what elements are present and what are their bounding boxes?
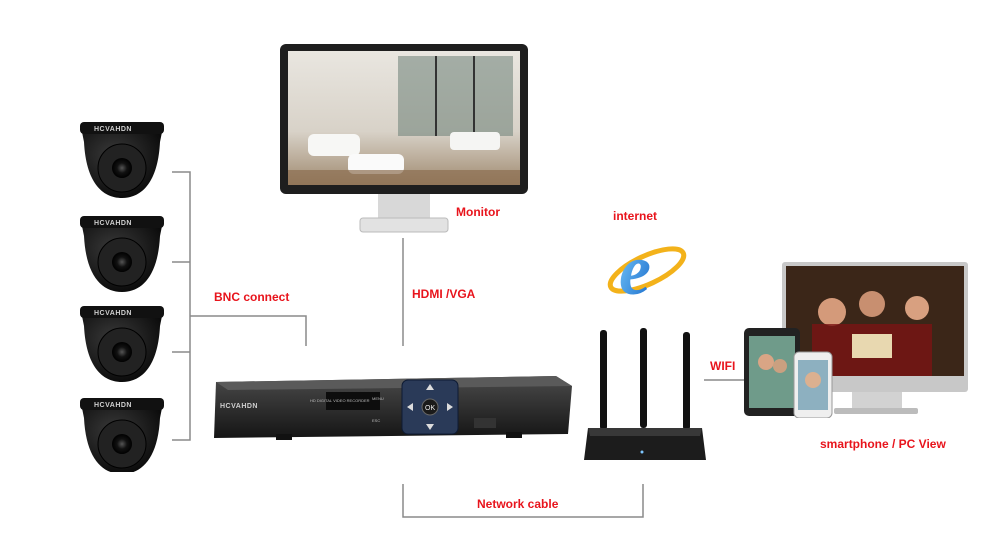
dvr-menu-label: MENU [372, 396, 384, 401]
monitor-label: Monitor [456, 205, 500, 219]
internet-label: internet [613, 209, 658, 223]
view-devices [744, 262, 968, 418]
dvr-model-text: HD DIGITAL VIDEO RECORDER [310, 398, 370, 403]
dvr-ok-button: OK [425, 405, 435, 412]
dome-camera-2: HCVAHDN [80, 216, 164, 292]
dvr-brand-logo: HCVAHDN [220, 403, 258, 410]
bnc-to-dvr-line [190, 315, 307, 346]
router-device [584, 328, 706, 460]
camera-group: HCVAHDN HCVAHDN HCVAHDN HCVAHDN [80, 122, 164, 472]
svg-text:HCVAHDN: HCVAHDN [94, 402, 132, 409]
wifi-label: WIFI [710, 359, 736, 373]
dome-camera-1: HCVAHDN [80, 122, 164, 198]
svg-text:HCVAHDN: HCVAHDN [94, 126, 132, 133]
internet-icon: e [607, 230, 687, 310]
bnc-connect-label: BNC connect [214, 290, 290, 304]
svg-text:HCVAHDN: HCVAHDN [94, 310, 132, 317]
dome-camera-3: HCVAHDN [80, 306, 164, 382]
svg-text:e: e [619, 230, 651, 310]
svg-text:HCVAHDN: HCVAHDN [94, 220, 132, 227]
bnc-bracket-line [172, 171, 191, 441]
network-cable-label: Network cable [477, 497, 559, 511]
hdmi-vga-label: HDMI /VGA [412, 287, 476, 301]
monitor-device [280, 44, 528, 233]
network-cable-line [402, 484, 644, 518]
dvr-device: HCVAHDN HD DIGITAL VIDEO RECORDER MENU E… [214, 376, 572, 440]
dome-camera-4: HCVAHDN [80, 398, 164, 472]
smartphone-pc-view-label: smartphone / PC View [820, 437, 946, 451]
dvr-esc-label: ESC [372, 418, 380, 423]
